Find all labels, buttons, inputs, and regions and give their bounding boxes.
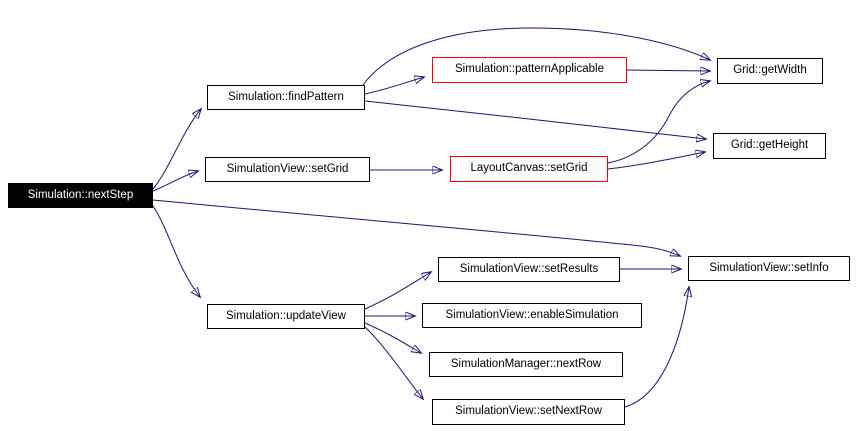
edge-updateview-setnextrow <box>364 326 423 399</box>
edge-findpattern-getwidth <box>362 27 710 86</box>
edge-nextstep-findpattern <box>152 109 201 190</box>
node-simulation-updateview[interactable]: Simulation::updateView <box>207 304 365 329</box>
edge-layoutsetgrid-getwidth <box>607 81 710 164</box>
edge-nextstep-setgrid <box>152 171 198 192</box>
node-simulationview-setnextrow[interactable]: SimulationView::setNextRow <box>432 399 625 425</box>
edge-nextstep-updateview <box>152 205 200 297</box>
node-simulation-findpattern[interactable]: Simulation::findPattern <box>207 85 365 110</box>
node-grid-getwidth[interactable]: Grid::getWidth <box>717 58 823 84</box>
node-simulationmanager-nextrow[interactable]: SimulationManager::nextRow <box>429 352 623 377</box>
edge-updateview-managernextrow <box>364 322 421 353</box>
edge-updateview-setresults <box>364 272 431 310</box>
node-simulation-nextstep[interactable]: Simulation::nextStep <box>8 183 153 208</box>
edge-findpattern-getheight <box>364 100 706 139</box>
node-simulationview-enablesimulation[interactable]: SimulationView::enableSimulation <box>422 303 642 328</box>
node-simulationview-setgrid[interactable]: SimulationView::setGrid <box>205 157 370 182</box>
node-simulation-patternapplicable[interactable]: Simulation::patternApplicable <box>432 57 627 83</box>
edge-layoutsetgrid-getheight <box>607 152 705 170</box>
node-simulationview-setresults[interactable]: SimulationView::setResults <box>438 257 620 282</box>
node-layoutcanvas-setgrid[interactable]: LayoutCanvas::setGrid <box>450 156 608 182</box>
edge-findpattern-patternapplicable <box>364 77 424 95</box>
edge-nextstep-setinfo <box>152 199 680 256</box>
edge-patternapplicable-getwidth <box>626 70 710 71</box>
node-grid-getheight[interactable]: Grid::getHeight <box>713 133 826 159</box>
node-simulationview-setinfo[interactable]: SimulationView::setInfo <box>688 256 850 281</box>
edge-setnextrow-setinfo <box>624 287 689 408</box>
